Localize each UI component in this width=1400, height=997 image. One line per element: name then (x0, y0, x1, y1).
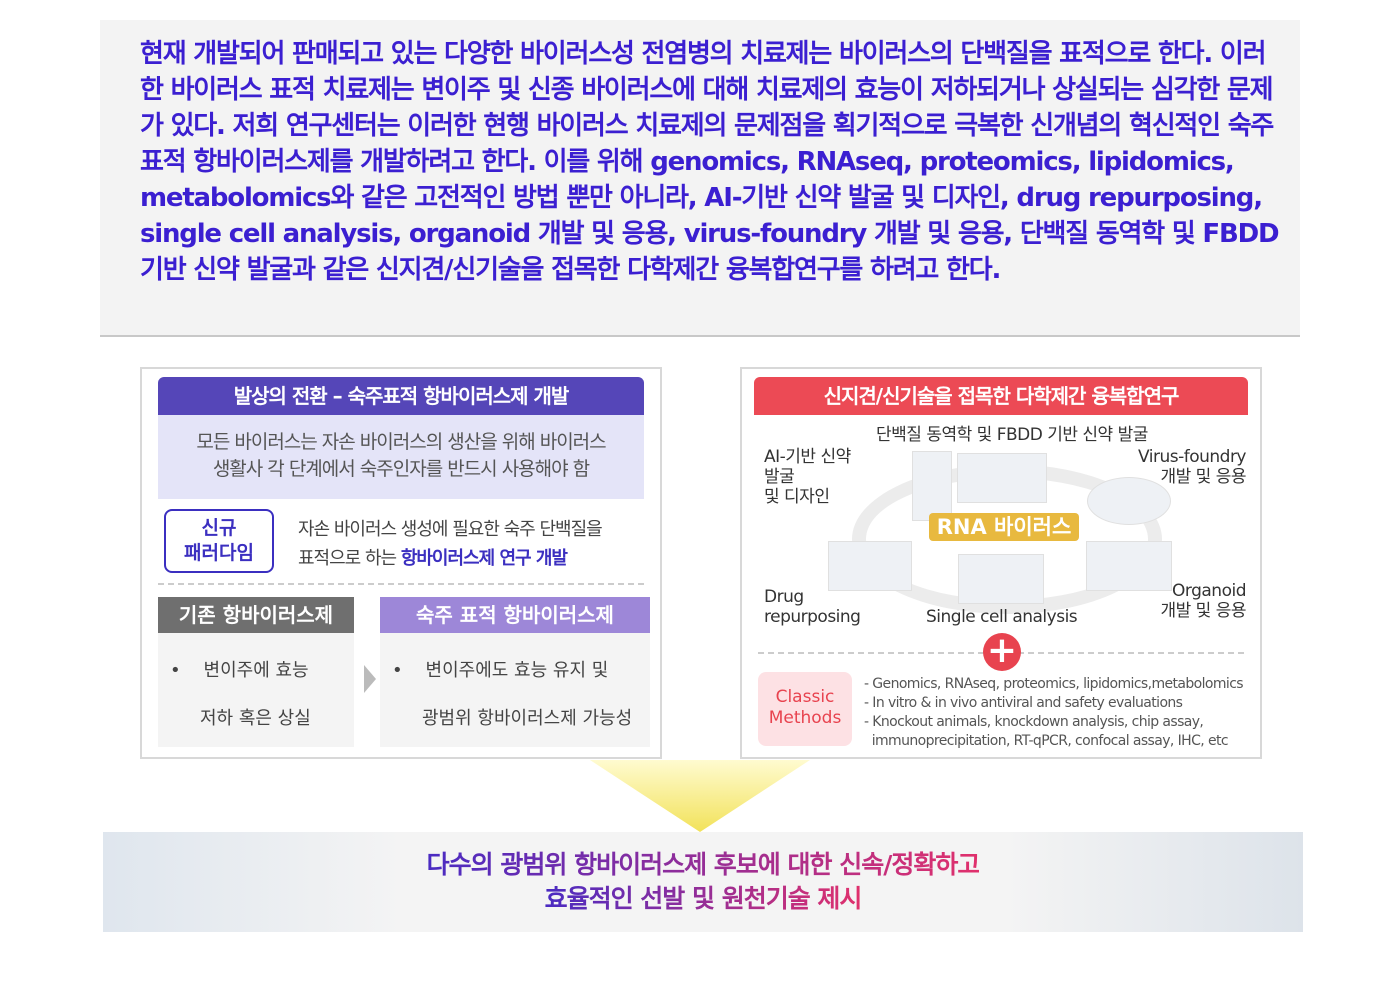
bullet: • 변이주에도 효능 유지 및 (392, 660, 609, 681)
l: AI-기반 신약 (764, 447, 851, 467)
down-arrow-funnel-icon (590, 760, 810, 832)
method-item: - Genomics, RNAseq, proteomics, lipidomi… (864, 676, 1244, 692)
l: 및 디자인 (764, 487, 830, 507)
new-paradigm-badge: 신규 패러다임 (164, 509, 274, 573)
panel-title: 신지견/신기술을 접목한 다학제간 융복합연구 (754, 377, 1248, 415)
label-single-cell: Single cell analysis (926, 607, 1078, 627)
host-targeting-panel: 발상의 전환 – 숙주표적 항바이러스제 개발 모든 바이러스는 자손 바이러스… (140, 367, 662, 759)
virus-foundry-image (1087, 477, 1171, 525)
plus-icon: + (983, 633, 1021, 671)
bullet-text: 변이주에 효능 (203, 660, 309, 681)
drug-repurposing-image (828, 541, 912, 591)
classic-methods-list: - Genomics, RNAseq, proteomics, lipidomi… (864, 675, 1244, 751)
banner-line: 효율적인 선발 및 원천기술 제시 (544, 884, 863, 913)
banner-line: 다수의 광범위 항바이러스제 후보에 대한 신속/정확하고 (426, 850, 981, 879)
ai-design-image (912, 451, 952, 521)
method-item: immunoprecipitation, RT-qPCR, confocal a… (864, 733, 1229, 749)
method-item: - In vitro & in vivo antiviral and safet… (864, 695, 1183, 711)
box-title: 숙주 표적 항바이러스제 (380, 597, 650, 633)
label-protein-dynamics: 단백질 동역학 및 FBDD 기반 신약 발굴 (876, 425, 1148, 445)
info-line: 생활사 각 단계에서 숙주인자를 반드시 사용해야 함 (212, 458, 590, 480)
rna-virus-label: RNA 바이러스 (929, 513, 1079, 541)
protein-structure-image (957, 453, 1047, 503)
convergence-research-panel: 신지견/신기술을 접목한 다학제간 융복합연구 단백질 동역학 및 FBDD 기… (740, 367, 1262, 759)
intro-paragraph: 현재 개발되어 판매되고 있는 다양한 바이러스성 전염병의 치료제는 바이러스… (100, 20, 1300, 337)
l: Methods (768, 708, 842, 728)
badge-line: 패러다임 (184, 542, 254, 564)
bullet-text: 광범위 항바이러스제 가능성 (422, 708, 633, 729)
l: 개발 및 응용 (1160, 467, 1246, 487)
info-line: 모든 바이러스는 자손 바이러스의 생산을 위해 바이러스 (196, 431, 606, 453)
conclusion-banner: 다수의 광범위 항바이러스제 후보에 대한 신속/정확하고 효율적인 선발 및 … (103, 832, 1303, 932)
divider (158, 583, 644, 585)
host-target-antiviral-box: 숙주 표적 항바이러스제 • 변이주에도 효능 유지 및 광범위 항바이러스제 … (380, 597, 650, 747)
l: Virus-foundry (1137, 447, 1247, 467)
single-cell-image (958, 554, 1044, 604)
method-item: - Knockout animals, knockdown analysis, … (864, 714, 1204, 730)
existing-antiviral-box: 기존 항바이러스제 • 변이주에 효능 저하 혹은 상실 (158, 597, 354, 747)
organoid-image (1086, 541, 1172, 591)
desc-line: 자손 바이러스 생성에 필요한 숙주 단백질을 (298, 519, 603, 540)
l: Drug (764, 587, 804, 607)
panel-title: 발상의 전환 – 숙주표적 항바이러스제 개발 (158, 377, 644, 415)
l: 개발 및 응용 (1160, 601, 1246, 621)
paradigm-description: 자손 바이러스 생성에 필요한 숙주 단백질을 표적으로 하는 항바이러스제 연… (298, 515, 603, 573)
l: Organoid (1172, 581, 1246, 601)
l: 발굴 (764, 467, 795, 487)
desc-highlight: 항바이러스제 연구 개발 (400, 548, 568, 569)
bullet-text: 저하 혹은 상실 (200, 708, 311, 729)
l: Classic (775, 687, 835, 707)
box-title: 기존 항바이러스제 (158, 597, 354, 633)
badge-line: 신규 (201, 517, 237, 539)
bullet: • 변이주에 효능 (170, 660, 309, 681)
info-box: 모든 바이러스는 자손 바이러스의 생산을 위해 바이러스 생활사 각 단계에서… (158, 415, 644, 499)
l: repurposing (764, 607, 861, 627)
desc-line: 표적으로 하는 (298, 548, 401, 569)
arrow-right-icon (364, 665, 376, 693)
bullet-text: 변이주에도 효능 유지 및 (425, 660, 609, 681)
